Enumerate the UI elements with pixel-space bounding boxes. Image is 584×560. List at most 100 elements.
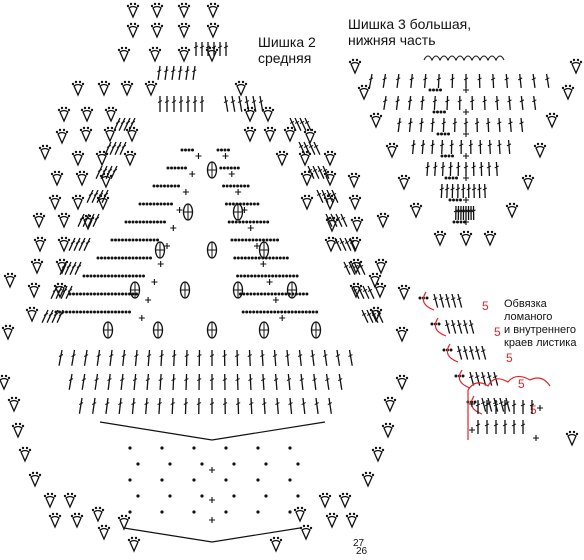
slip-stitch-symbol xyxy=(170,225,177,231)
stitch-crossbar xyxy=(89,216,95,220)
picot-loop-symbol xyxy=(33,236,47,253)
stitch-crossbar xyxy=(497,143,502,147)
picot-loop-symbol xyxy=(206,2,220,19)
chain-dot xyxy=(229,184,233,188)
stitch-crossbar xyxy=(430,143,435,147)
picot-loop-symbol xyxy=(63,492,77,509)
chain-dot xyxy=(103,274,107,278)
double-crochet-symbol xyxy=(349,237,357,251)
repeat-mark: 5 xyxy=(482,299,489,313)
double-crochet-symbol xyxy=(487,117,490,133)
stitch-crossbar xyxy=(493,375,498,379)
stitch-crossbar xyxy=(371,312,377,316)
stitch-crossbar xyxy=(425,165,430,169)
stitch-crossbar xyxy=(111,144,117,148)
stitch-crossbar xyxy=(146,354,152,358)
chain-dot xyxy=(435,88,439,92)
stitch-crossbar xyxy=(520,403,526,407)
double-crochet-symbol xyxy=(231,95,236,112)
double-crochet-symbol xyxy=(307,165,315,179)
double-crochet-symbol xyxy=(343,261,351,275)
double-crochet-symbol xyxy=(505,397,511,412)
chain-dot xyxy=(142,238,145,242)
double-crochet-symbol xyxy=(109,349,113,366)
double-crochet-symbol xyxy=(508,95,511,111)
double-crochet-symbol xyxy=(87,213,95,227)
stitch-crossbar xyxy=(335,354,341,357)
double-crochet-symbol xyxy=(311,349,315,366)
chain-dot xyxy=(233,166,237,170)
chain-dot xyxy=(156,184,159,188)
stitch-crossbar xyxy=(471,209,476,213)
chain-dot xyxy=(268,256,272,260)
stitch-crossbar xyxy=(157,100,163,104)
chain-dot xyxy=(103,292,107,296)
chain-dot xyxy=(131,256,135,260)
picot-loop-symbol xyxy=(104,106,118,123)
chain-dot xyxy=(138,274,142,278)
cone2-title-line1: Шишка 2 xyxy=(258,34,316,50)
chain-dot xyxy=(96,274,100,278)
picot-loop-symbol xyxy=(300,194,314,211)
picot-loop-symbol xyxy=(28,471,42,488)
double-crochet-symbol xyxy=(96,189,104,203)
stitch-crossbar xyxy=(98,192,104,196)
chain-dot xyxy=(93,292,96,296)
double-crochet-symbol xyxy=(145,397,148,415)
chain-dot xyxy=(256,510,260,514)
stitch-crossbar xyxy=(301,402,306,406)
double-crochet-symbol xyxy=(495,161,498,177)
picot-loop-symbol xyxy=(150,2,164,19)
chain-dot xyxy=(256,292,260,296)
stitch-crossbar xyxy=(158,378,163,382)
stitch-crossbar xyxy=(79,216,85,220)
chain-dot xyxy=(187,148,191,152)
double-crochet-symbol xyxy=(287,373,291,390)
picot-loop-symbol xyxy=(148,46,162,63)
chain-dot xyxy=(288,446,292,450)
picot-loop-symbol xyxy=(7,396,21,413)
slip-stitch-symbol xyxy=(469,427,475,433)
picot-loop-symbol xyxy=(269,536,283,553)
stitch-crossbar xyxy=(469,349,474,353)
chain-dot xyxy=(152,184,156,188)
chain-dot xyxy=(135,256,138,260)
edging-note-line1: Обвязка xyxy=(504,298,547,310)
edging-arc xyxy=(458,369,471,389)
double-crochet-symbol xyxy=(335,213,343,227)
double-crochet-symbol xyxy=(348,261,356,275)
chain-dot xyxy=(86,292,89,296)
double-crochet-symbol xyxy=(92,213,100,227)
chain-dot xyxy=(449,348,453,352)
chain-dot xyxy=(241,310,245,314)
chain-dot xyxy=(292,274,296,278)
chain-dot xyxy=(124,238,128,242)
stitch-crossbar xyxy=(159,354,164,358)
stitch-crossbar xyxy=(260,354,265,358)
double-crochet-symbol xyxy=(122,349,126,366)
picot-loop-symbol xyxy=(79,126,93,143)
double-crochet-symbol xyxy=(128,117,136,131)
chain-dot xyxy=(89,274,93,278)
stitch-crossbar xyxy=(349,240,355,244)
double-crochet-symbol xyxy=(315,397,319,414)
stitch-crossbar xyxy=(432,99,438,103)
stitch-crossbar xyxy=(249,402,254,406)
picot-loop-symbol xyxy=(97,80,111,97)
double-crochet-symbol xyxy=(338,373,343,390)
stitch-crossbar xyxy=(511,423,517,427)
stitch-crossbar xyxy=(463,77,469,81)
double-crochet-symbol xyxy=(263,397,266,415)
stitch-crossbar xyxy=(505,401,510,405)
chain-dot xyxy=(436,132,440,136)
slip-stitch-symbol xyxy=(189,171,196,177)
chain-dot xyxy=(256,446,260,450)
chain-dot xyxy=(428,88,432,92)
chain-dot xyxy=(142,274,145,278)
stitch-crossbar xyxy=(439,187,444,191)
chain-dot xyxy=(124,310,128,314)
double-crochet-symbol xyxy=(331,189,339,203)
chain-dot xyxy=(254,256,258,260)
chain-dot xyxy=(166,202,170,206)
chain-dot xyxy=(149,220,152,224)
